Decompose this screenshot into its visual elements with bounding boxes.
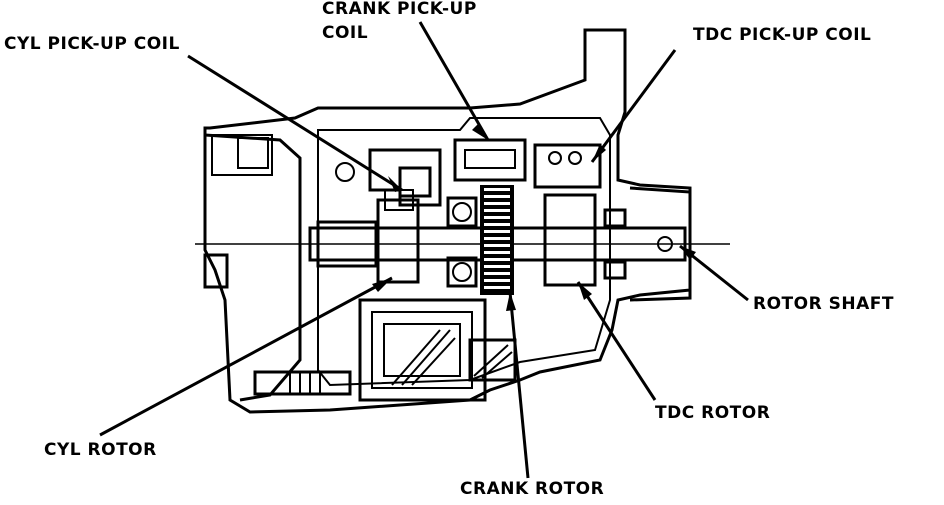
crank-pickup-coil: [453, 138, 527, 182]
crank-rotor-tooth-gap: [484, 216, 510, 219]
crank-rotor-tooth-gap: [484, 202, 510, 205]
igniter-block: [358, 298, 487, 402]
lower-screw: [253, 370, 352, 396]
crank-rotor-tooth-gap: [484, 251, 510, 254]
bearing-lower: [446, 256, 478, 288]
bearing-upper: [446, 196, 478, 228]
crank-rotor-tooth-gap: [484, 223, 510, 226]
crank-rotor-tooth-gap: [484, 279, 510, 282]
cyl-rotor: [376, 198, 420, 284]
leader-tdc-rotor: [576, 281, 657, 401]
tdc-rotor: [543, 193, 597, 287]
label-cyl-pickup-coil: CYL PICK-UP COIL: [4, 34, 180, 54]
label-tdc-rotor: TDC ROTOR: [655, 403, 771, 423]
label-cyl-rotor: CYL ROTOR: [44, 440, 157, 460]
tdc-pickup-coil: [533, 143, 602, 189]
cyl-pickup-coil: [368, 148, 442, 207]
crank-rotor-tooth-gap: [484, 244, 510, 247]
crank-rotor-tooth-gap: [484, 209, 510, 212]
leader-tdc-pickup-coil: [590, 49, 677, 163]
crank-rotor-tooth-gap: [484, 230, 510, 233]
crank-rotor-tooth-gap: [484, 188, 510, 191]
crank-rotor-tooth-gap: [484, 195, 510, 198]
crank-rotor-tooth-gap: [484, 258, 510, 261]
crank-rotor-teeth: [480, 185, 514, 295]
outer-housing: [203, 28, 692, 414]
label-crank-rotor: CRANK ROTOR: [460, 479, 605, 499]
leader-crank-pickup-coil: [418, 21, 490, 141]
crank-rotor-tooth-gap: [484, 265, 510, 268]
inner-housing: [317, 117, 611, 387]
crank-rotor-tooth-gap: [484, 272, 510, 275]
crank-rotor-tooth-gap: [484, 237, 510, 240]
leader-cyl-pickup-coil: [187, 54, 403, 192]
label-tdc-pickup-coil: TDC PICK-UP COIL: [693, 25, 872, 45]
crank-rotor-tooth-gap: [484, 286, 510, 289]
leader-cyl-rotor: [99, 276, 393, 437]
leader-crank-rotor: [508, 291, 530, 479]
label-crank-pickup-coil-line1: CRANK PICK-UP: [322, 0, 477, 19]
label-crank-pickup-coil-line2: COIL: [322, 23, 369, 43]
label-rotor-shaft: ROTOR SHAFT: [753, 294, 894, 314]
